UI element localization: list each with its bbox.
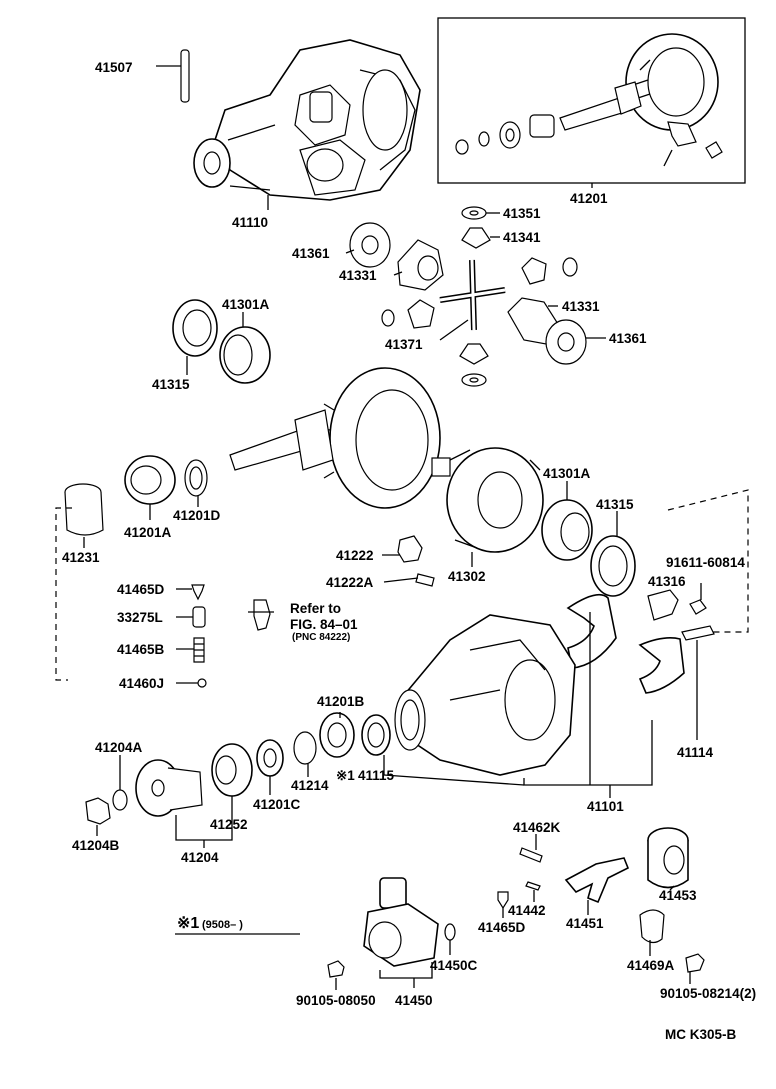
label-41460J: 41460J — [119, 676, 164, 691]
label-41204: 41204 — [181, 850, 219, 865]
nut-41204B-drawing — [85, 797, 111, 825]
label-41361-a: 41361 — [292, 246, 330, 261]
ring-gear-pinion-drawing — [229, 367, 441, 509]
label-41101: 41101 — [587, 799, 624, 814]
spacer-41231-drawing — [64, 483, 104, 536]
label-90105-08050: 90105-08050 — [296, 993, 376, 1008]
label-41453: 41453 — [659, 888, 697, 903]
label-41222A: 41222A — [326, 575, 374, 590]
label-41442: 41442 — [508, 903, 546, 918]
label-41316: 41316 — [648, 574, 686, 589]
label-41201: 41201 — [570, 191, 608, 206]
label-41451: 41451 — [566, 916, 604, 931]
label-41465D-b: 41465D — [478, 920, 526, 935]
label-90105-08214: 90105-08214(2) — [660, 986, 756, 1001]
plate-41469A-drawing — [639, 909, 665, 944]
flange-41204-drawing — [135, 759, 203, 817]
label-41450C: 41450C — [430, 958, 478, 973]
pin-41462K-drawing — [519, 847, 543, 863]
refer-line-1: Refer to — [290, 601, 341, 616]
label-33275L: 33275L — [117, 610, 163, 625]
label-41315-a: 41315 — [152, 377, 190, 392]
note-mark: ※1 — [177, 915, 199, 932]
label-41450: 41450 — [395, 993, 433, 1008]
label-41469A: 41469A — [627, 958, 675, 973]
label-41222: 41222 — [336, 548, 374, 563]
pin-41507 — [180, 49, 190, 103]
label-41331-a: 41331 — [339, 268, 377, 283]
spacer-33275L-drawing — [192, 606, 206, 628]
pin-41442-drawing — [525, 881, 541, 891]
diff-case-drawing — [431, 447, 544, 553]
refer-line-3: (PNC 84222) — [292, 632, 350, 643]
bearing-right-drawing — [541, 499, 593, 561]
differential-gears-drawing — [349, 206, 587, 387]
ring-pinion-set-drawing — [455, 33, 723, 167]
switch-drawing — [253, 599, 271, 631]
label-41301A-b: 41301A — [543, 466, 591, 481]
washer-41204A-drawing — [112, 789, 128, 811]
note-text: (9508– ) — [202, 919, 243, 931]
label-41204A: 41204A — [95, 740, 143, 755]
label-41110: 41110 — [232, 215, 268, 230]
carrier-case-drawing — [394, 614, 576, 776]
label-41302: 41302 — [448, 569, 486, 584]
bearing-upper-drawing — [172, 299, 271, 384]
dashed-group-left — [55, 507, 72, 681]
gasket-41450C-drawing — [444, 923, 456, 941]
bolt-41222A-drawing — [415, 573, 435, 587]
bolt-41114-drawing — [681, 625, 715, 641]
bracket-41316-drawing — [647, 589, 679, 621]
label-41201B: 41201B — [317, 694, 365, 709]
sleeve-41453-drawing — [647, 827, 689, 889]
label-41361-b: 41361 — [609, 331, 647, 346]
refer-line-2: FIG. 84–01 — [290, 617, 358, 632]
fork-41451-drawing — [564, 857, 630, 904]
bearing-cap-right-drawing — [638, 637, 685, 694]
label-41214: 41214 — [291, 778, 329, 793]
bearing-cap-left-drawing — [566, 593, 617, 669]
label-41115-mark: ※1 — [336, 768, 355, 783]
bolt-90105-08214-drawing — [685, 953, 705, 973]
diagram-code: MC K305-B — [665, 1027, 737, 1042]
washer-41214-drawing — [293, 731, 317, 765]
ball-41460J-drawing — [197, 678, 207, 688]
spring-41465B-drawing — [193, 637, 205, 663]
plug-41465D-drawing — [191, 584, 205, 601]
label-41201C: 41201C — [253, 797, 301, 812]
label-41204B: 41204B — [72, 838, 120, 853]
label-41341: 41341 — [503, 230, 541, 245]
label-41351: 41351 — [503, 206, 541, 221]
label-91611-60814: 91611-60814 — [666, 555, 745, 570]
label-41465B: 41465B — [117, 642, 165, 657]
label-41371: 41371 — [385, 337, 423, 352]
label-41231: 41231 — [62, 550, 100, 565]
label-41462K: 41462K — [513, 820, 561, 835]
label-41252: 41252 — [210, 817, 248, 832]
label-41315-b: 41315 — [596, 497, 634, 512]
actuator-41450-drawing — [363, 877, 439, 967]
label-41201A: 41201A — [124, 525, 172, 540]
label-41465D: 41465D — [117, 582, 165, 597]
carrier-assembly-drawing — [193, 39, 421, 201]
label-41114: 41114 — [677, 745, 714, 760]
bearing-41201A-drawing — [124, 455, 176, 505]
plug-41465D-b-drawing — [497, 891, 509, 910]
label-41301A-a: 41301A — [222, 297, 270, 312]
label-41331-b: 41331 — [562, 299, 600, 314]
bolt-90105-08050-drawing — [327, 960, 345, 978]
label-41507: 41507 — [95, 60, 133, 75]
lock-41222-drawing — [397, 535, 423, 563]
label-41115: 41115 — [358, 768, 395, 783]
label-41201D: 41201D — [173, 508, 221, 523]
dashed-group-right — [667, 489, 749, 633]
